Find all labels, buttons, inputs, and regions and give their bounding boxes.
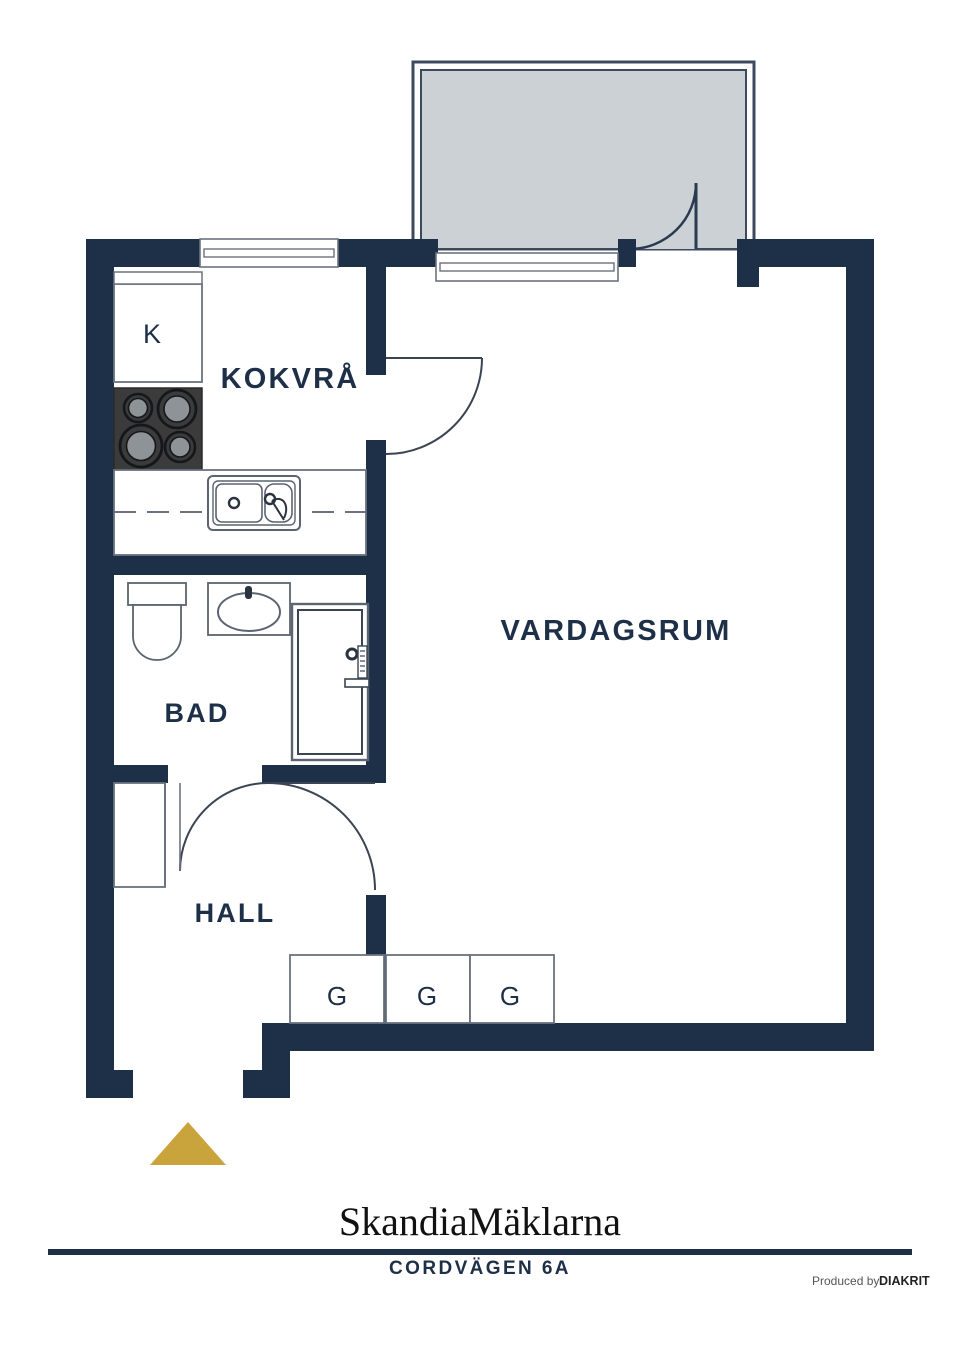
hall-storage-unit: [113, 782, 166, 888]
wall-exterior-top-jamb: [618, 239, 636, 267]
producer-prefix: Produced by: [812, 1274, 879, 1288]
toilet: [127, 582, 187, 661]
shower-drain: [345, 647, 359, 661]
closet-2-label: G: [417, 981, 437, 1011]
footer-rule: [48, 1249, 912, 1255]
wall-kitchen-right-lower: [366, 440, 386, 575]
room-label-vardagsrum: VARDAGSRUM: [501, 615, 732, 647]
balcony: [411, 60, 756, 251]
entrance-jamb-left: [114, 1070, 133, 1098]
entrance-direction-arrow: [150, 1122, 226, 1165]
kitchen-fixtures: [113, 271, 367, 556]
sink-drain-large: [227, 496, 241, 510]
basin-faucet: [245, 586, 252, 599]
sink-faucet: [271, 498, 288, 521]
producer-brand: DIAKRIT: [879, 1274, 930, 1288]
living-room-window: [435, 252, 619, 282]
kitchen-sink: [207, 475, 301, 531]
bath-door-arc-inner: [179, 782, 269, 872]
stove-burners: [118, 388, 198, 469]
wall-structure: [86, 239, 874, 1098]
room-label-hall: HALL: [195, 898, 276, 928]
kitchen-window: [199, 238, 339, 268]
bath-door-arc-outer: [267, 782, 376, 891]
footer-address: CORDVÄGEN 6A: [389, 1258, 571, 1279]
room-label-bad: BAD: [164, 698, 229, 728]
bathroom-door-swing: [179, 782, 376, 891]
wall-exterior-left: [86, 239, 114, 1098]
kitchen-window-glazing: [203, 248, 335, 258]
refrigerator-label: K: [143, 319, 161, 349]
wall-exterior-top-left: [86, 239, 200, 267]
closet-3-label: G: [500, 981, 520, 1011]
kitchen-door-swing: [385, 357, 483, 455]
shower-cabin: [290, 602, 370, 762]
wall-balcony-jamb: [737, 239, 759, 287]
hall-storage-box: [113, 782, 166, 888]
toilet-cistern: [127, 582, 187, 606]
living-window-glazing: [439, 262, 615, 272]
brand-name: SkandiaMäklarna: [339, 1199, 621, 1244]
room-label-kokvra: KOKVRÅ: [221, 362, 360, 395]
refrigerator-top-rail: [113, 271, 203, 285]
wall-exterior-bottom-mid: [243, 1070, 290, 1098]
wall-bath-right: [366, 575, 386, 771]
wall-kitchen-bath-divider: [86, 555, 386, 575]
closet-3-box: [469, 954, 555, 1024]
wall-exterior-top-mid: [338, 239, 438, 267]
balcony-door-swing-fill: [630, 183, 696, 249]
kitchen-door-arc: [385, 357, 483, 455]
shower-arm: [344, 678, 370, 688]
wall-exterior-bottom-right: [262, 1023, 874, 1051]
wall-bath-bottom-left: [86, 765, 168, 783]
closet-1-label: G: [327, 981, 347, 1011]
wall-kitchen-right-upper: [366, 267, 386, 375]
closet-2-box: [385, 954, 471, 1024]
hall-closets: [289, 954, 555, 1024]
wall-exterior-right: [846, 239, 874, 1051]
bathroom-fixtures: [127, 582, 370, 762]
closet-1-box: [289, 954, 385, 1024]
shower-control-panel: [357, 645, 368, 679]
toilet-bowl: [132, 604, 182, 661]
refrigerator-unit: [113, 283, 203, 383]
wash-basin: [207, 582, 291, 636]
wall-bath-bottom-right: [262, 765, 386, 783]
